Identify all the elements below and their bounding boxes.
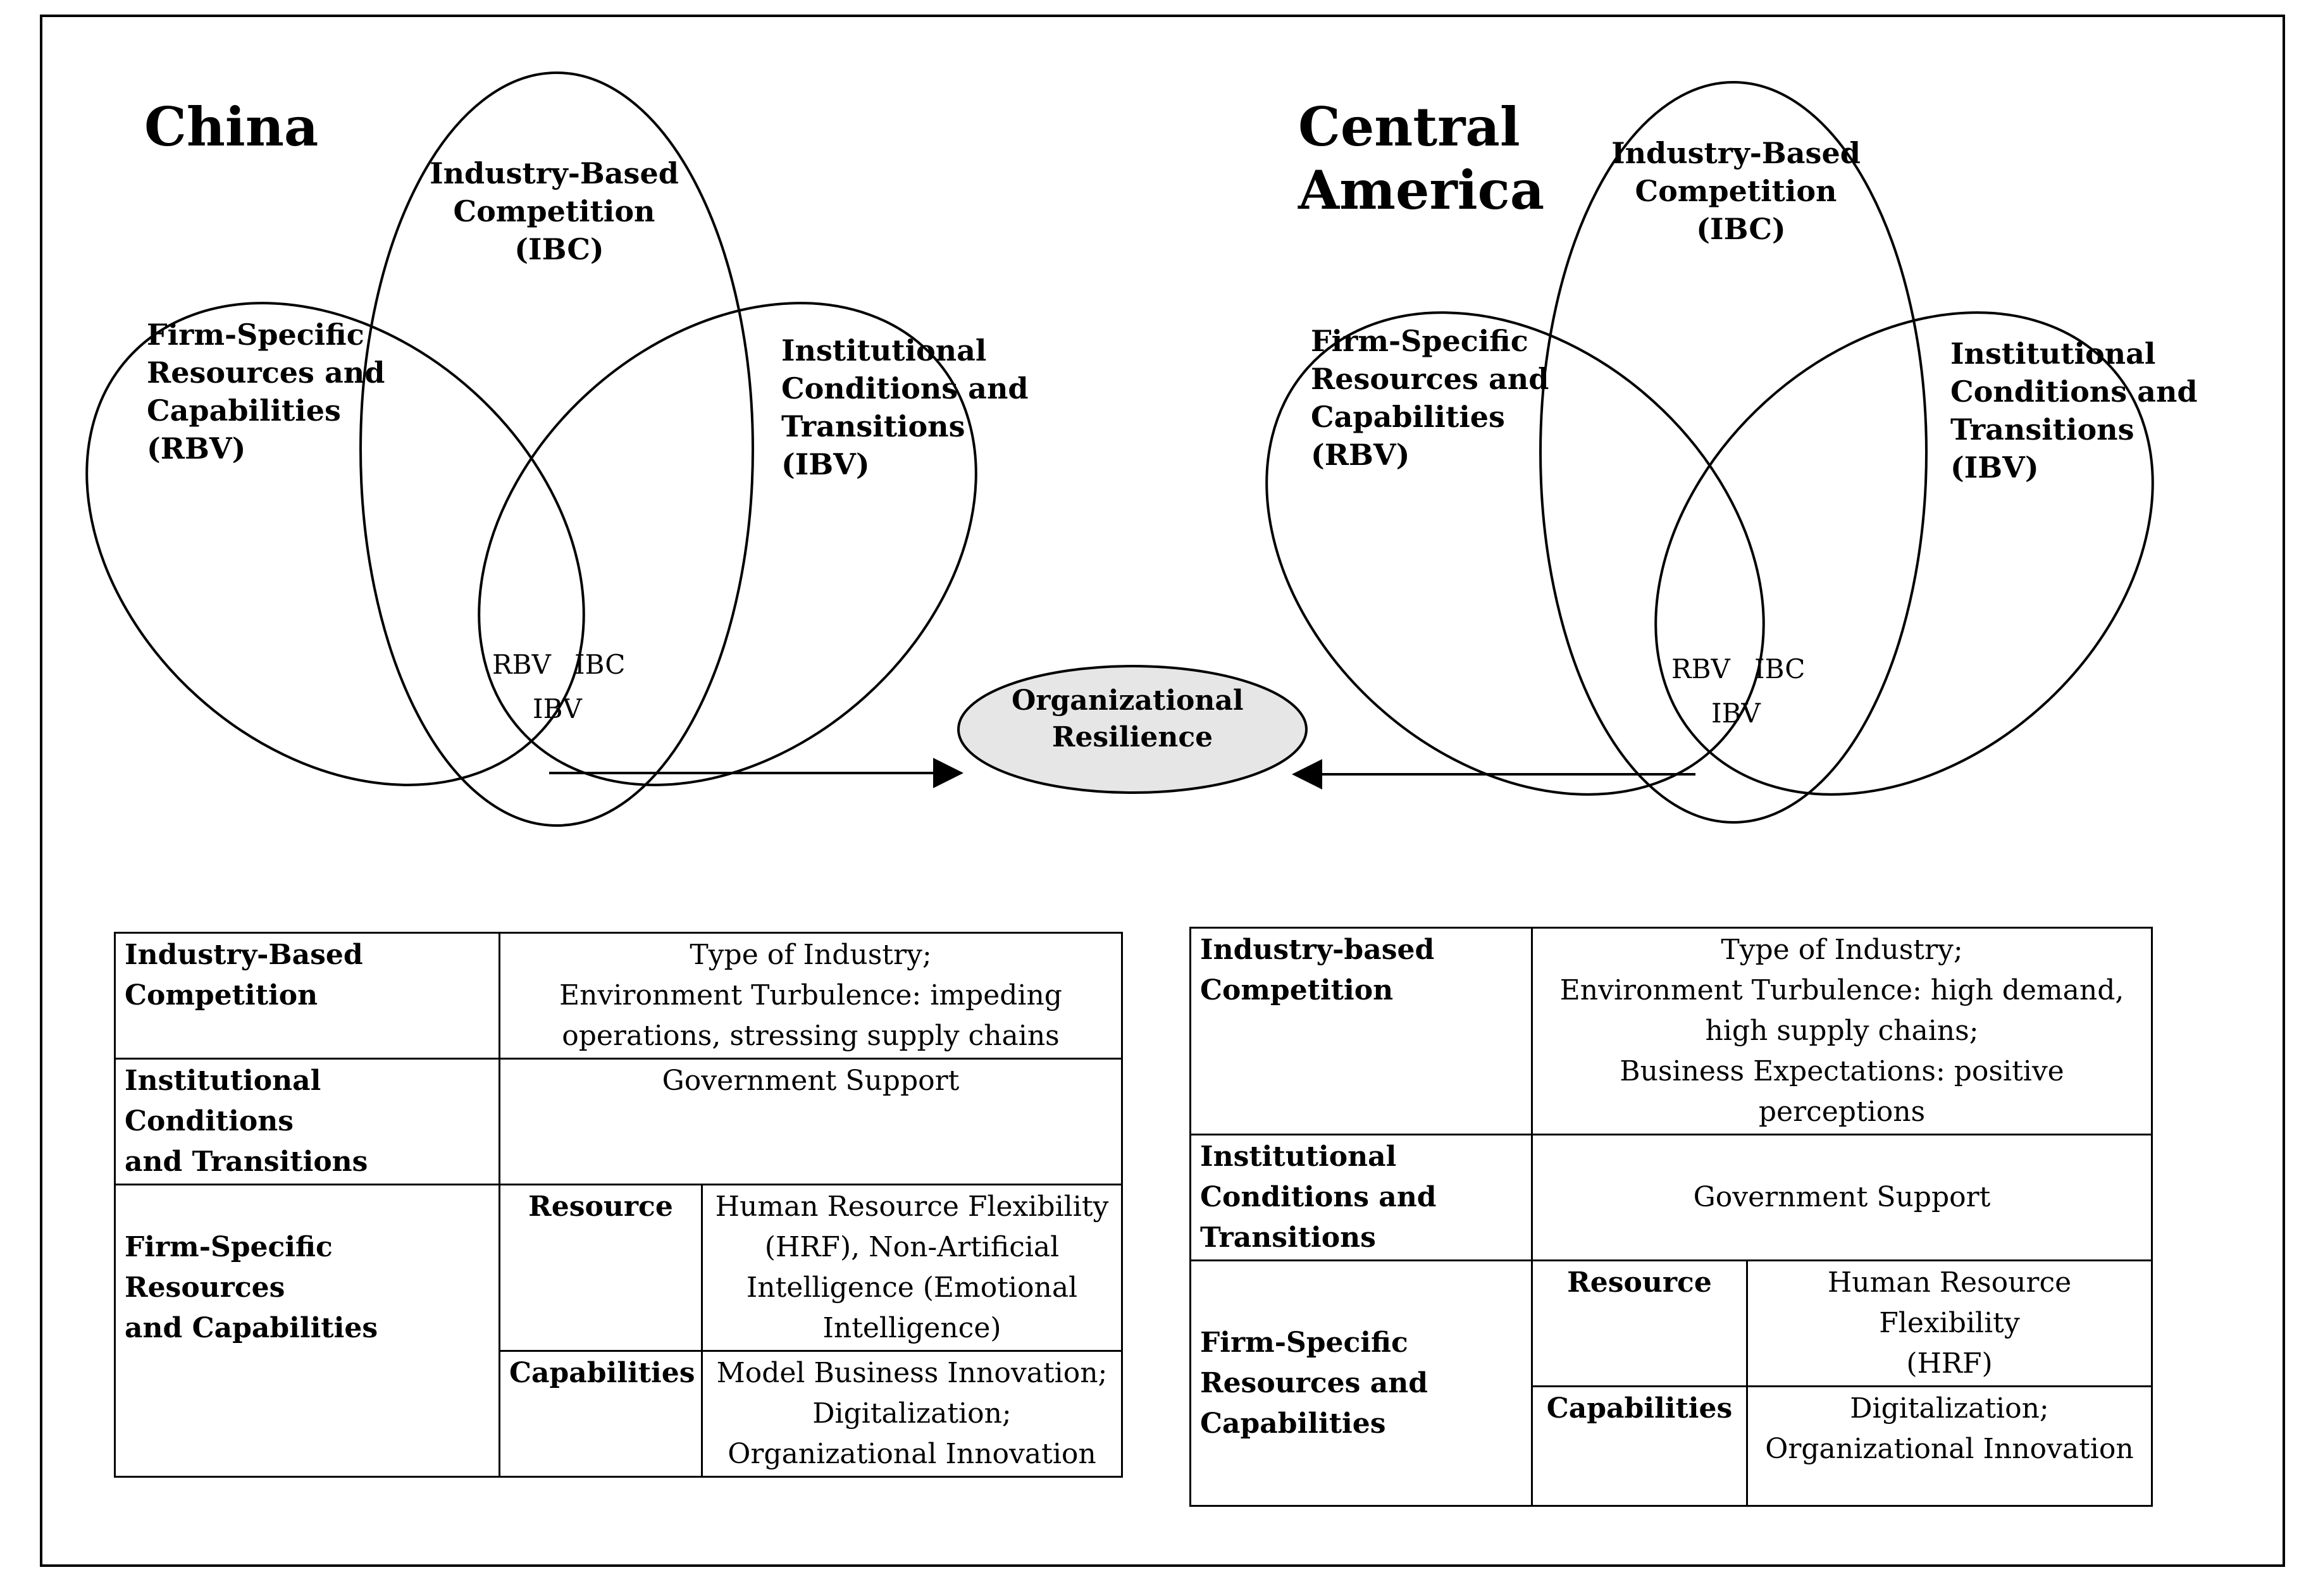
table-row: Institutional Conditions and Transitions… (114, 1058, 1124, 1185)
ca-ibc-ellipse (1539, 81, 1928, 824)
ca-intersection-rbv: RBV (1671, 653, 1730, 684)
table-row: Firm-Specific Resources and Capabilities… (114, 1184, 1124, 1478)
china-venn: China Industry-Based Competition (IBC) F… (85, 71, 1039, 827)
china-ibv-label: Institutional Conditions and Transitions… (781, 333, 1039, 481)
ca-rbv-label: Firm-Specific Resources and Capabilities… (1311, 324, 1559, 472)
china-capabilities-value: Model Business Innovation; Digitalizatio… (700, 1350, 1124, 1478)
china-ibc-label: Industry-Based Competition (IBC) (430, 156, 689, 266)
ca-capabilities-label: Capabilities (1531, 1385, 1748, 1507)
china-rbv-label: Firm-Specific Resources and Capabilities… (147, 318, 395, 466)
china-inst-row-value: Government Support (498, 1058, 1124, 1185)
china-ibc-row-label: Industry-Based Competition (114, 932, 500, 1060)
central-america-venn: Central America Industry-Based Competiti… (1265, 81, 2208, 824)
figure-frame (40, 15, 2285, 1567)
ca-ibv-label: Institutional Conditions and Transitions… (1950, 337, 2208, 485)
table-row: Institutional Conditions and Transitions… (1189, 1134, 2153, 1261)
ca-inst-row-value: Government Support (1531, 1134, 2153, 1261)
china-rbv-ellipse (85, 302, 585, 786)
china-title: China (144, 96, 318, 158)
ca-intersection-ibc: IBC (1754, 653, 1805, 684)
china-intersection-ibc: IBC (574, 649, 625, 680)
china-firm-row-label: Firm-Specific Resources and Capabilities (114, 1184, 500, 1478)
ca-inst-row-label: Institutional Conditions and Transitions (1189, 1134, 1533, 1261)
ca-firm-row-label: Firm-Specific Resources and Capabilities (1189, 1259, 1533, 1507)
ca-intersection-ibv: IBV (1711, 698, 1761, 729)
table-row: Firm-Specific Resources and Capabilities… (1189, 1259, 2153, 1507)
ca-ibv-ellipse (1654, 311, 2154, 796)
china-table: Industry-Based Competition Type of Indus… (114, 932, 1124, 1478)
china-intersection-rbv: RBV (492, 649, 551, 680)
table-row: Industry-based Competition Type of Indus… (1189, 927, 2153, 1135)
central-america-table: Industry-based Competition Type of Indus… (1189, 927, 2153, 1507)
china-ibc-ellipse (359, 71, 754, 827)
china-resource-value: Human Resource Flexibility (HRF), Non-Ar… (700, 1184, 1124, 1352)
organizational-resilience-node: Organizational Resilience (957, 665, 1308, 794)
table-row: Capabilities Digitalization; Organizatio… (1191, 1385, 2153, 1507)
outcome-ellipse (957, 665, 1308, 794)
china-inst-row-label: Institutional Conditions and Transitions (114, 1058, 500, 1185)
table-row: Industry-Based Competition Type of Indus… (114, 932, 1124, 1060)
ca-rbv-ellipse (1265, 311, 1765, 796)
china-ibv-ellipse (478, 302, 977, 786)
ca-ibc-label: Industry-Based Competition (IBC) (1611, 136, 1871, 246)
ca-title: Central America (1298, 96, 1544, 221)
ca-resource-value: Human Resource Flexibility (HRF) (1746, 1259, 2153, 1387)
china-intersection-ibv: IBV (533, 693, 582, 724)
china-capabilities-label: Capabilities (499, 1350, 703, 1478)
ca-ibc-row-label: Industry-based Competition (1189, 927, 1533, 1135)
china-resource-label: Resource (499, 1184, 703, 1352)
outcome-label: Organizational Resilience (1012, 684, 1253, 753)
ca-resource-label: Resource (1531, 1259, 1748, 1387)
china-ibc-row-value: Type of Industry; Environment Turbulence… (498, 932, 1124, 1060)
ca-ibc-row-value: Type of Industry; Environment Turbulence… (1531, 927, 2153, 1135)
ca-capabilities-value: Digitalization; Organizational Innovatio… (1746, 1385, 2153, 1507)
table-row: Capabilities Model Business Innovation; … (115, 1350, 1124, 1478)
